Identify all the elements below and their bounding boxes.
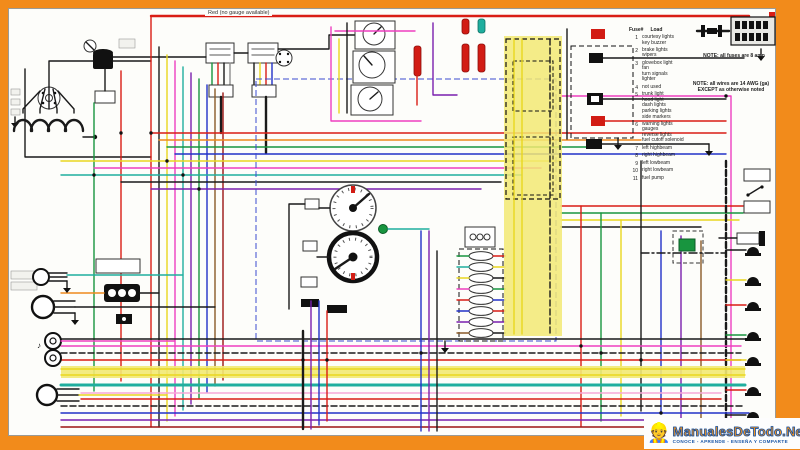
- fuse-number: 3: [635, 60, 638, 67]
- fuse-load: not used: [642, 83, 662, 90]
- relay-boxes: [112, 34, 356, 155]
- fuse-row: 9 left lowbeam: [629, 159, 699, 167]
- fuse-row: 8 right highbeam: [629, 152, 699, 160]
- fuse-load: fuel pump: [642, 175, 664, 182]
- fuse-row: 7 left highbeam: [629, 144, 699, 152]
- fuse-number: 1: [635, 35, 638, 41]
- wiring-diagram-svg: ♪: [10, 12, 776, 432]
- fuse-box-column: [456, 226, 506, 342]
- fuse-number: 5: [635, 92, 638, 99]
- red-wire-label: Red (no gauge available): [205, 10, 273, 16]
- bottom-wire-runs: [59, 230, 750, 432]
- right-lights-column: [672, 168, 771, 421]
- watermark: 👷 ManualesDeTodo.Net CONOCE - APRENDE - …: [644, 418, 800, 449]
- headlamps-and-horns: ♪: [10, 268, 216, 407]
- diagram-canvas: ♪: [8, 8, 776, 436]
- right-wire-runs: [560, 28, 745, 428]
- fuse-number: 11: [632, 176, 638, 183]
- load-header-label: Load: [650, 27, 663, 33]
- fuse-number: 10: [632, 168, 638, 175]
- mascot-icon: 👷: [647, 423, 671, 444]
- fuse-row: 10 right lowbeam: [629, 167, 699, 175]
- fuse-number: 7: [635, 145, 638, 152]
- fuse-load: left highbeam: [642, 144, 673, 151]
- instrument-cluster: [255, 18, 557, 342]
- left-wire-bundle: [150, 15, 224, 428]
- fuse-load: right lowbeam: [642, 167, 674, 174]
- ground-symbols: [63, 48, 765, 353]
- fuse-block-graphic: [149, 12, 776, 46]
- horn-note-icon: ♪: [37, 341, 41, 350]
- watermark-tagline: CONOCE - APRENDE - ENSEÑA Y COMPARTE: [672, 438, 789, 444]
- ignition-zone: [10, 38, 152, 392]
- fuse-number: 8: [635, 153, 638, 160]
- fuse-number: 6: [635, 121, 638, 128]
- firewall-boundary: [640, 159, 728, 431]
- fuse-number: 2: [635, 47, 638, 54]
- fuse-header-label: Fuse#: [629, 27, 644, 33]
- fuse-row: 11 fuel pump: [629, 175, 699, 183]
- fuse-number: 9: [635, 160, 638, 167]
- fuse-load: left lowbeam: [642, 159, 671, 166]
- watermark-title: ManualesDeTodo.Net: [672, 423, 800, 439]
- fuse-legend-header: Fuse# Load: [629, 27, 699, 33]
- note-wires: NOTE: all wires are 14 AWG (ga) EXCEPT a…: [692, 81, 770, 94]
- fuse-load: right highbeam: [642, 152, 676, 159]
- fuse-row: 4 not used: [629, 83, 699, 91]
- brake-switch-block: [60, 258, 160, 324]
- note-fuses: NOTE: all fuses are 8 amp: [703, 53, 765, 59]
- steering-column-harness: [504, 29, 634, 336]
- fuse-number: 4: [635, 84, 638, 91]
